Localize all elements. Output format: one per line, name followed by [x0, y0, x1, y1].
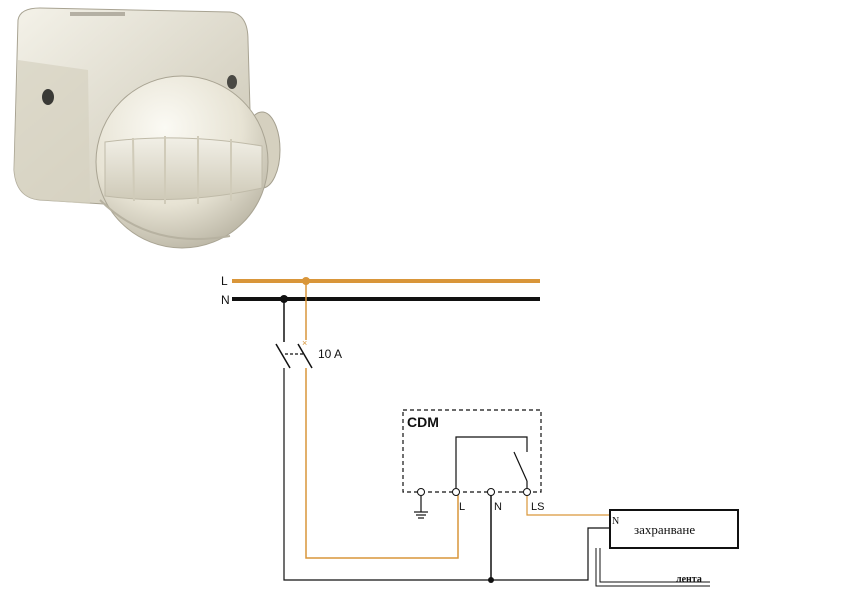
device-name-label: CDM: [407, 414, 439, 430]
relay-contact-symbol: [513, 451, 528, 482]
strip-label: лента: [676, 574, 702, 585]
psu-label: захранване: [634, 522, 695, 537]
ground-symbol: [414, 496, 428, 519]
bus-label-l: L: [221, 274, 228, 288]
terminal-n-label: N: [494, 501, 502, 513]
breaker-wires: [283, 368, 610, 583]
cdm-device: CDM L N LS: [402, 409, 544, 519]
terminal-ls-label: LS: [531, 501, 544, 513]
power-supply: N захранване: [609, 509, 739, 549]
bus-label-n: N: [221, 293, 230, 307]
breaker-rating-label: 10 A: [318, 347, 342, 361]
motion-sensor-image: [13, 7, 281, 249]
neutral-bus: N: [221, 293, 540, 307]
psu-n-label: N: [612, 516, 619, 527]
strip-wires: лента: [595, 548, 710, 587]
svg-text:×: ×: [302, 338, 307, 348]
circuit-breaker-symbol: × 10 A: [275, 281, 342, 369]
line-bus: L: [221, 274, 540, 288]
terminal-l-label: L: [459, 501, 465, 513]
